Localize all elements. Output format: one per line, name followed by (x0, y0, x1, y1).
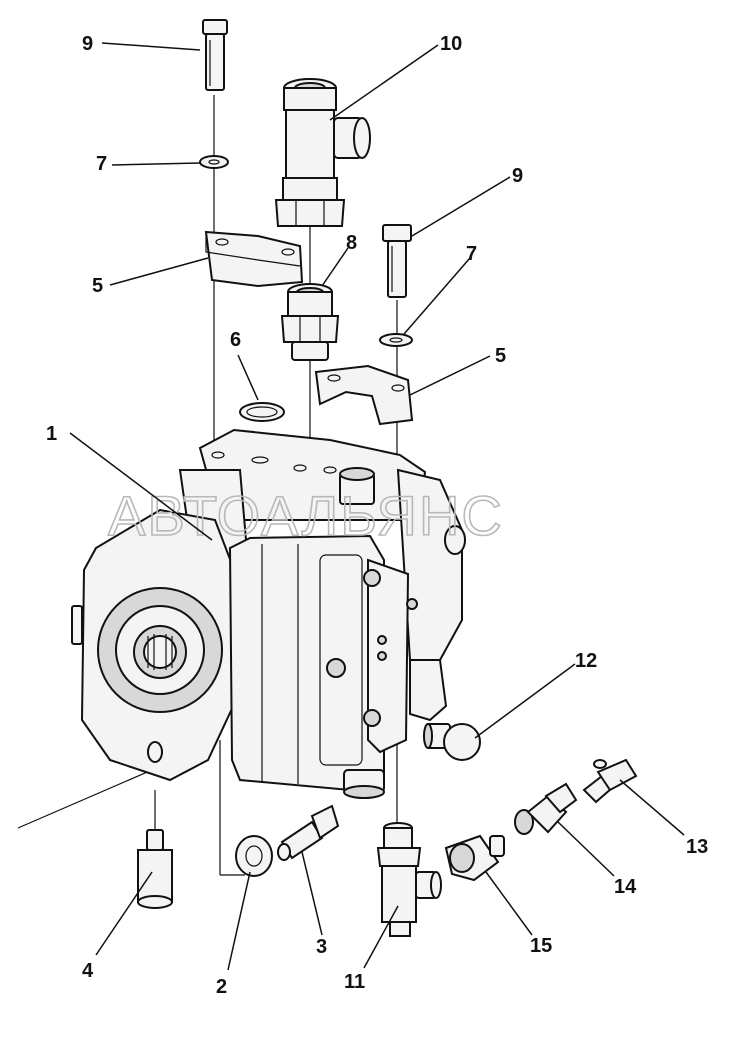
callout-5-left: 5 (92, 275, 103, 297)
bolt-part-9-left (202, 19, 228, 91)
callout-5-right: 5 (495, 345, 506, 367)
callout-9-right: 9 (512, 165, 523, 187)
callout-7-right: 7 (466, 243, 477, 265)
connector-part-14 (514, 782, 578, 835)
callout-12: 12 (575, 650, 597, 672)
callout-7-left: 7 (96, 153, 107, 175)
pump-body-part-1 (71, 428, 466, 799)
callout-15: 15 (530, 935, 552, 957)
callout-14: 14 (614, 876, 637, 898)
washer-part-7-left (199, 155, 229, 169)
plug-part-12 (423, 723, 481, 761)
callout-3: 3 (316, 936, 327, 958)
callout-2: 2 (216, 976, 227, 998)
tee-fitting-part-10 (274, 78, 371, 227)
o-ring-part-6 (239, 402, 285, 422)
watermark-text: АВТОАЛЬЯНС (108, 484, 504, 547)
callout-10: 10 (440, 33, 462, 55)
callout-13: 13 (686, 836, 708, 858)
callout-6: 6 (230, 329, 241, 351)
washer-part-2 (235, 835, 273, 877)
bolt-part-9-right (382, 224, 412, 298)
bolt-part-3 (277, 804, 340, 861)
callout-9-left: 9 (82, 33, 93, 55)
clamp-part-5-left (204, 230, 304, 288)
callout-4: 4 (82, 960, 94, 982)
washer-part-7-right (379, 333, 413, 347)
clamp-part-5-right (314, 364, 414, 426)
callout-1: 1 (46, 423, 57, 445)
nut-part-15 (444, 834, 505, 882)
leader-lines (69, 42, 685, 971)
adapter-part-8 (280, 283, 340, 361)
elbow-part-13 (582, 758, 638, 804)
callout-11: 11 (344, 971, 365, 993)
plug-part-4 (137, 829, 173, 909)
callout-labels: 9 10 7 9 8 7 5 6 5 1 12 13 14 15 3 4 2 1… (46, 33, 708, 998)
callout-8: 8 (346, 232, 357, 254)
tee-fitting-part-11 (376, 822, 442, 937)
